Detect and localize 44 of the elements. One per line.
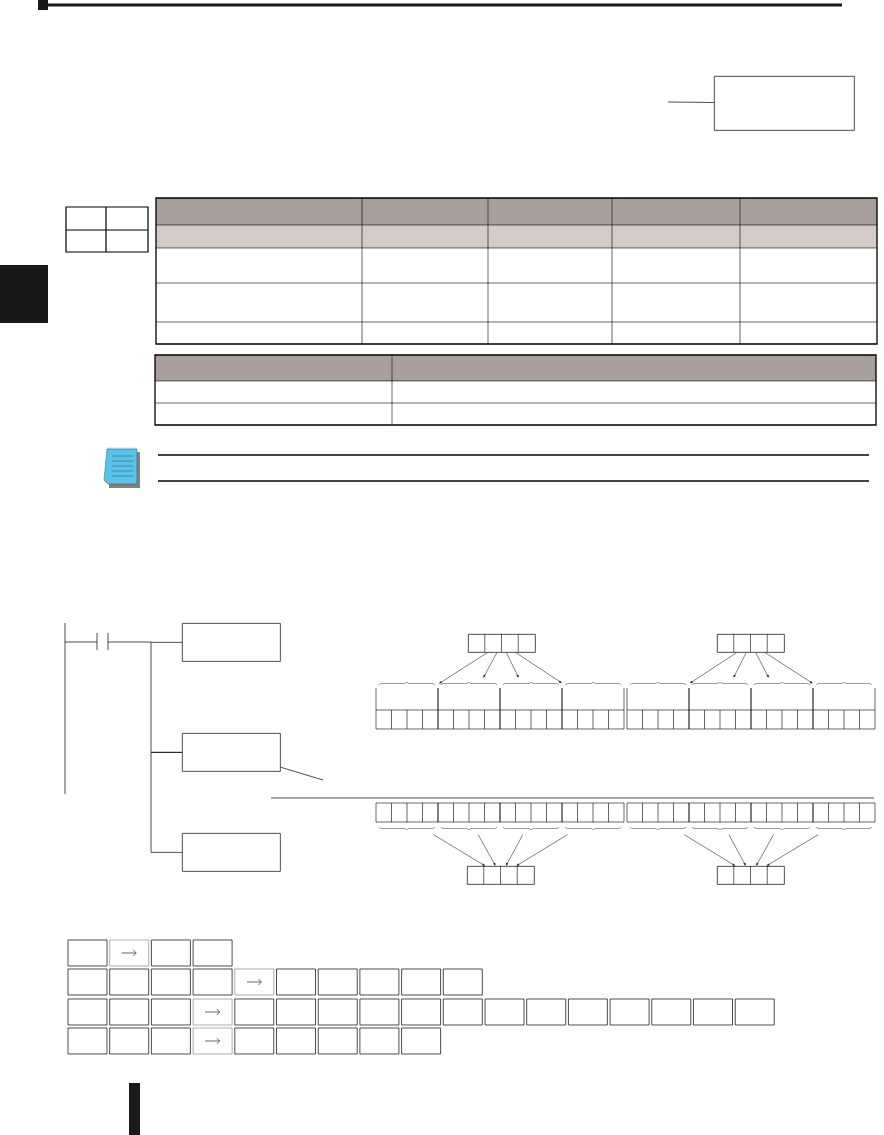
digit-group xyxy=(717,865,785,885)
bit-group xyxy=(375,802,439,831)
bit-group xyxy=(688,681,752,730)
instruction-box xyxy=(714,76,855,131)
bit-group xyxy=(812,802,876,831)
arrow xyxy=(483,652,498,678)
bit-group xyxy=(561,802,625,831)
bit-group xyxy=(750,802,814,831)
bit-group xyxy=(375,681,439,730)
arrow xyxy=(433,834,485,866)
bit-group xyxy=(750,681,814,730)
instruction-box xyxy=(182,733,281,772)
digit-group xyxy=(468,633,536,653)
arrow xyxy=(756,834,774,866)
bit-group xyxy=(499,802,563,831)
arrow xyxy=(733,652,747,678)
digit-group xyxy=(467,865,535,885)
bit-group xyxy=(626,681,690,730)
arrow xyxy=(728,834,746,866)
arrow xyxy=(506,834,524,866)
branch-line xyxy=(150,752,183,853)
arrow xyxy=(515,652,562,683)
digit-group xyxy=(717,633,785,653)
arrow xyxy=(765,652,813,684)
leader-line xyxy=(667,101,715,103)
bit-group xyxy=(812,681,876,730)
bit-group xyxy=(626,802,690,831)
bit-group xyxy=(561,681,625,730)
bit-group xyxy=(499,681,563,730)
bit-group xyxy=(688,802,752,831)
arrow xyxy=(439,652,488,684)
bit-group xyxy=(437,802,501,831)
instruction-box xyxy=(182,833,281,872)
arrow xyxy=(684,834,736,866)
arrow xyxy=(506,652,519,678)
arrow xyxy=(516,834,568,866)
arrow xyxy=(477,834,496,866)
arrow xyxy=(755,652,769,678)
leader-line xyxy=(280,766,324,781)
bit-group xyxy=(437,681,501,730)
instruction-box xyxy=(182,623,281,662)
arrow xyxy=(766,834,819,866)
arrow xyxy=(690,652,737,684)
branch-line xyxy=(150,642,183,753)
